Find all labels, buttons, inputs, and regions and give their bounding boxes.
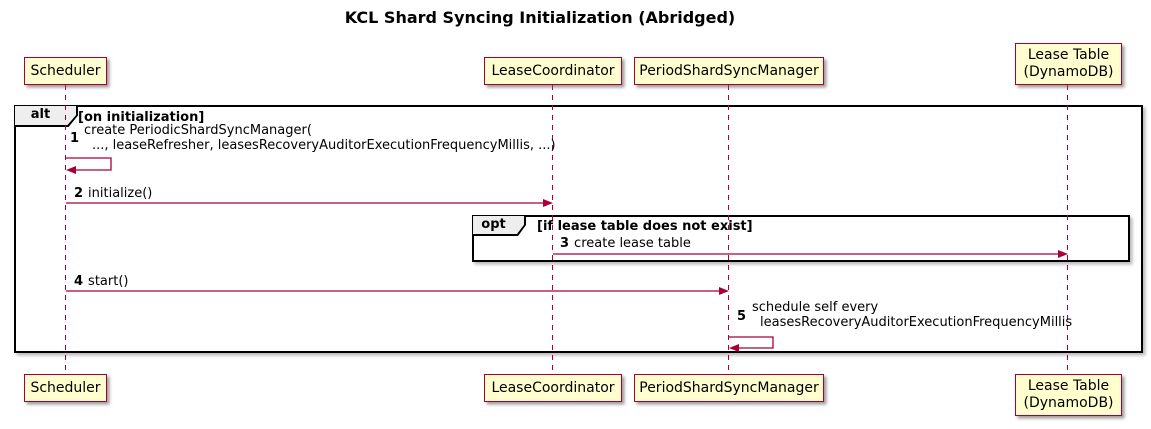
message-1-number: 1 <box>70 131 80 146</box>
participant-top-lease-coordinator: LeaseCoordinator <box>484 57 622 85</box>
participant-label: Scheduler <box>30 379 101 396</box>
message-4-label: 4 start() <box>74 274 128 289</box>
participant-label: PeriodShardSyncManager <box>639 379 819 396</box>
message-5-number: 5 <box>737 309 747 324</box>
participant-label: PeriodShardSyncManager <box>639 62 819 79</box>
alt-fragment-frame: alt [on initialization] <box>14 105 1143 353</box>
message-1-text-line2: ..., leaseRefresher, leasesRecoveryAudit… <box>92 138 556 153</box>
opt-fragment-operator: opt <box>481 217 506 232</box>
opt-fragment-frame: opt [if lease table does not exist] <box>472 215 1130 262</box>
message-1-text-line1: create PeriodicShardSyncManager( <box>84 123 312 138</box>
opt-fragment-label-pentagon: opt <box>473 216 526 236</box>
participant-top-scheduler: Scheduler <box>24 57 107 85</box>
opt-pentagon-fill <box>473 216 525 235</box>
message-3-number: 3 <box>560 236 570 251</box>
participant-bottom-scheduler: Scheduler <box>24 374 107 402</box>
alt-fragment-label-pentagon: alt <box>15 106 78 127</box>
participant-label-line2: (DynamoDB) <box>1023 395 1114 411</box>
message-2-label: 2 initialize() <box>74 186 152 201</box>
participant-top-period-shard-sync-manager: PeriodShardSyncManager <box>634 57 824 85</box>
participant-label: LeaseCoordinator <box>491 379 615 396</box>
alt-fragment-condition: [on initialization] <box>78 110 205 125</box>
message-4-number: 4 <box>74 274 84 289</box>
message-3-label: 3 create lease table <box>560 236 691 251</box>
opt-fragment-condition: [if lease table does not exist] <box>537 219 753 234</box>
message-2-text: initialize() <box>88 186 153 201</box>
participant-top-lease-table: Lease Table (DynamoDB) <box>1015 43 1122 85</box>
participant-label-line1: Lease Table <box>1027 378 1110 394</box>
message-3-text: create lease table <box>574 236 691 251</box>
participant-label: LeaseCoordinator <box>491 62 615 79</box>
message-5-text-line1: schedule self every <box>752 300 879 315</box>
diagram-title: KCL Shard Syncing Initialization (Abridg… <box>344 8 736 27</box>
participant-bottom-period-shard-sync-manager: PeriodShardSyncManager <box>634 374 824 402</box>
message-4-text: start() <box>88 274 129 289</box>
participant-bottom-lease-table: Lease Table (DynamoDB) <box>1015 374 1122 416</box>
message-5-text-line2: leasesRecoveryAuditorExecutionFrequencyM… <box>760 315 1073 330</box>
participant-label: Scheduler <box>30 62 101 79</box>
participant-bottom-lease-coordinator: LeaseCoordinator <box>484 374 622 402</box>
alt-fragment-operator: alt <box>30 107 51 122</box>
message-2-number: 2 <box>74 186 84 201</box>
alt-pentagon-fill <box>15 106 77 126</box>
participant-label-line1: Lease Table <box>1027 47 1110 63</box>
participant-label-line2: (DynamoDB) <box>1023 64 1114 80</box>
